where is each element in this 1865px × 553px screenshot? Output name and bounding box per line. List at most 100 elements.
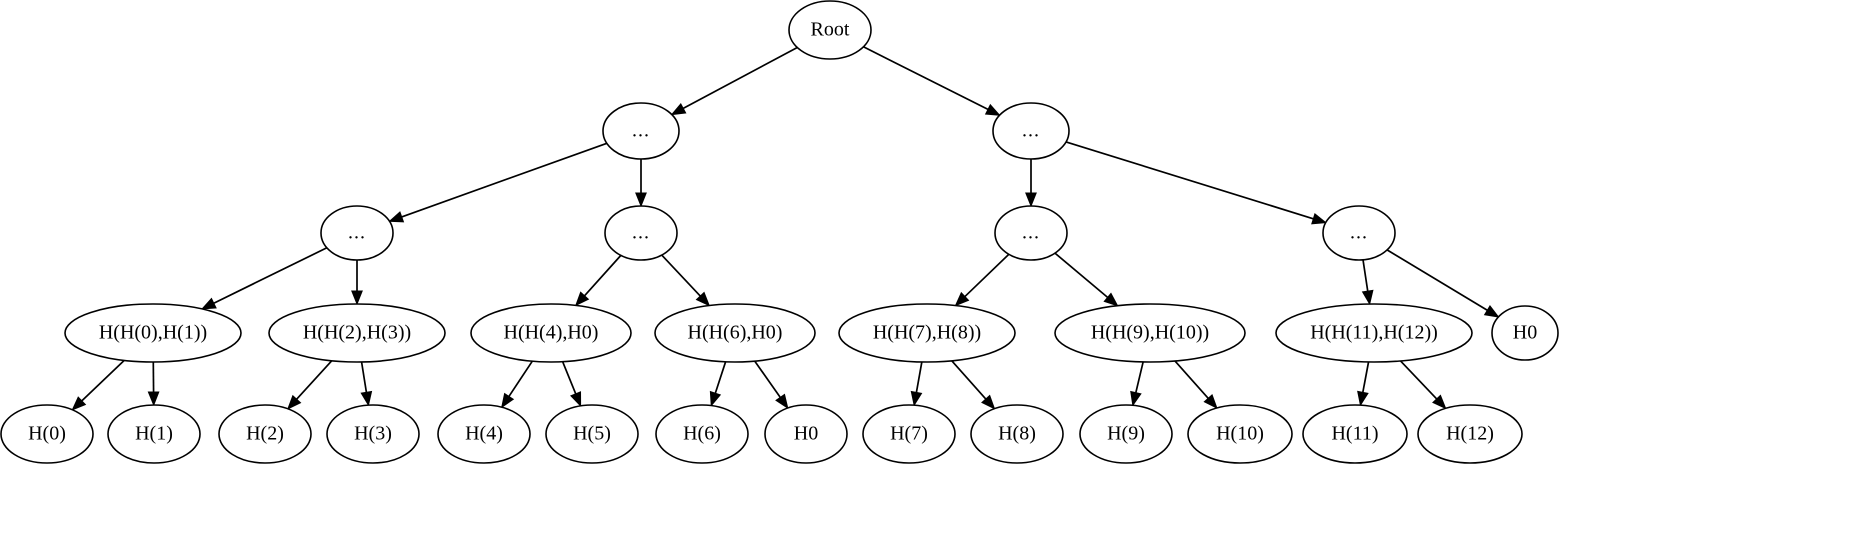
arrowhead-icon bbox=[1311, 212, 1328, 225]
tree-edge bbox=[71, 359, 125, 411]
node-label: ... bbox=[632, 222, 650, 244]
node-ellipse[interactable] bbox=[1079, 404, 1173, 464]
tree-node[interactable]: ... bbox=[992, 102, 1070, 160]
arrowhead-icon bbox=[981, 394, 996, 410]
node-ellipse[interactable] bbox=[838, 303, 1016, 363]
arrowhead-icon bbox=[200, 297, 217, 310]
tree-node[interactable]: H(1) bbox=[107, 404, 201, 464]
node-ellipse[interactable] bbox=[604, 205, 678, 261]
node-ellipse[interactable] bbox=[1054, 303, 1246, 363]
node-ellipse[interactable] bbox=[602, 102, 680, 160]
edge-line bbox=[213, 247, 328, 304]
node-ellipse[interactable] bbox=[1322, 205, 1396, 261]
edge-line bbox=[714, 361, 727, 394]
tree-edge bbox=[910, 361, 923, 407]
arrowhead-icon bbox=[775, 393, 789, 410]
node-ellipse[interactable] bbox=[1187, 404, 1293, 464]
node-ellipse[interactable] bbox=[326, 404, 420, 464]
tree-node[interactable]: ... bbox=[602, 102, 680, 160]
tree-node[interactable]: H(H(4),H0) bbox=[470, 303, 632, 363]
tree-node[interactable]: H(11) bbox=[1302, 404, 1408, 464]
node-label: ... bbox=[348, 222, 366, 244]
tree-edge bbox=[670, 46, 798, 116]
node-ellipse[interactable] bbox=[1302, 404, 1408, 464]
edge-line bbox=[1054, 252, 1109, 299]
tree-node[interactable]: H(9) bbox=[1079, 404, 1173, 464]
tree-edge bbox=[1399, 360, 1447, 410]
tree-node[interactable]: ... bbox=[1322, 205, 1396, 261]
edge-line bbox=[754, 360, 781, 398]
tree-node[interactable]: H(H(9),H(10)) bbox=[1054, 303, 1246, 363]
edge-line bbox=[1065, 141, 1314, 220]
tree-node[interactable]: H(8) bbox=[970, 404, 1064, 464]
tree-edge bbox=[1025, 159, 1037, 208]
node-ellipse[interactable] bbox=[994, 205, 1068, 261]
tree-node[interactable]: H(5) bbox=[545, 404, 639, 464]
node-label: H(H(7),H(8)) bbox=[873, 322, 981, 344]
node-ellipse[interactable] bbox=[655, 404, 749, 464]
tree-node[interactable]: ... bbox=[320, 205, 394, 261]
tree-edge bbox=[200, 247, 328, 310]
node-ellipse[interactable] bbox=[1275, 303, 1473, 363]
node-ellipse[interactable] bbox=[862, 404, 956, 464]
edge-line bbox=[360, 361, 368, 393]
node-label: ... bbox=[1350, 222, 1368, 244]
tree-edge bbox=[561, 361, 582, 408]
arrowhead-icon bbox=[1103, 292, 1119, 307]
arrowhead-icon bbox=[1361, 289, 1374, 306]
tree-edge bbox=[501, 360, 534, 409]
tree-node[interactable]: H(7) bbox=[862, 404, 956, 464]
arrowhead-icon bbox=[954, 291, 970, 307]
tree-edge bbox=[351, 260, 363, 306]
edge-line bbox=[583, 254, 622, 297]
edge-line bbox=[951, 360, 987, 400]
node-ellipse[interactable] bbox=[1491, 305, 1559, 361]
node-ellipse[interactable] bbox=[1417, 404, 1523, 464]
tree-edge bbox=[754, 360, 789, 410]
node-ellipse[interactable] bbox=[970, 404, 1064, 464]
tree-node[interactable]: H(6) bbox=[655, 404, 749, 464]
node-ellipse[interactable] bbox=[320, 205, 394, 261]
tree-node[interactable]: H(H(0),H(1)) bbox=[64, 303, 242, 363]
tree-node[interactable]: H0 bbox=[764, 404, 848, 464]
node-ellipse[interactable] bbox=[64, 303, 242, 363]
node-label: H(2) bbox=[246, 423, 284, 445]
tree-node[interactable]: Root bbox=[788, 0, 872, 60]
tree-node[interactable]: H(H(11),H(12)) bbox=[1275, 303, 1473, 363]
node-ellipse[interactable] bbox=[992, 102, 1070, 160]
node-ellipse[interactable] bbox=[654, 303, 816, 363]
tree-node[interactable]: H(H(6),H0) bbox=[654, 303, 816, 363]
node-ellipse[interactable] bbox=[0, 404, 94, 464]
tree-node[interactable]: H(12) bbox=[1417, 404, 1523, 464]
node-label: H(7) bbox=[890, 423, 928, 445]
arrowhead-icon bbox=[1357, 390, 1369, 407]
node-label: H(11) bbox=[1331, 423, 1378, 445]
tree-node[interactable]: H(2) bbox=[218, 404, 312, 464]
node-ellipse[interactable] bbox=[437, 404, 531, 464]
tree-node[interactable]: H(3) bbox=[326, 404, 420, 464]
tree-node[interactable]: H(10) bbox=[1187, 404, 1293, 464]
node-ellipse[interactable] bbox=[470, 303, 632, 363]
node-ellipse[interactable] bbox=[545, 404, 639, 464]
tree-node[interactable]: H(H(2),H(3)) bbox=[268, 303, 446, 363]
arrowhead-icon bbox=[1025, 192, 1037, 208]
tree-edge bbox=[1054, 252, 1119, 307]
arrowhead-icon bbox=[351, 290, 363, 306]
tree-node[interactable]: ... bbox=[604, 205, 678, 261]
tree-node[interactable]: ... bbox=[994, 205, 1068, 261]
node-ellipse[interactable] bbox=[107, 404, 201, 464]
node-ellipse[interactable] bbox=[218, 404, 312, 464]
edge-line bbox=[81, 359, 125, 402]
node-label: H(H(4),H0) bbox=[504, 322, 599, 344]
tree-node[interactable]: H(0) bbox=[0, 404, 94, 464]
node-ellipse[interactable] bbox=[268, 303, 446, 363]
tree-edge bbox=[954, 253, 1010, 307]
node-ellipse[interactable] bbox=[764, 404, 848, 464]
node-ellipse[interactable] bbox=[788, 0, 872, 60]
tree-node[interactable]: H(4) bbox=[437, 404, 531, 464]
tree-edge bbox=[1174, 360, 1218, 410]
tree-node[interactable]: H0 bbox=[1491, 305, 1559, 361]
tree-node[interactable]: H(H(7),H(8)) bbox=[838, 303, 1016, 363]
arrowhead-icon bbox=[709, 390, 722, 407]
